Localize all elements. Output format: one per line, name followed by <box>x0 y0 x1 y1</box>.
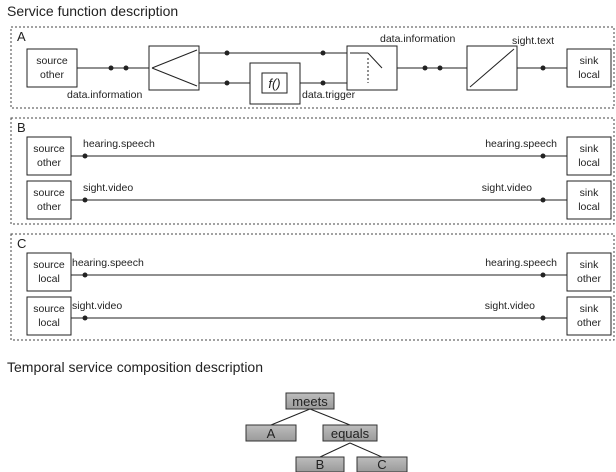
signal-label: sight.text <box>512 35 554 47</box>
composition-tree: meets A equals B C <box>245 392 408 472</box>
sink-box-line1: sink <box>580 143 599 155</box>
panel-b-letter: B <box>17 120 26 135</box>
tree-node-label: equals <box>331 426 370 441</box>
sink-box-line2: other <box>577 273 601 285</box>
signal-label-right: hearing.speech <box>485 257 557 269</box>
source-box-line2: local <box>38 273 60 285</box>
junction-dot <box>422 65 428 71</box>
panel-b: B source other hearing.speech hearing.sp… <box>10 117 615 225</box>
signal-label: data.trigger <box>302 89 356 101</box>
source-box-line1: source <box>33 303 65 315</box>
source-box <box>26 180 72 220</box>
tree-node-label: B <box>316 457 325 472</box>
source-box-line1: source <box>36 55 68 67</box>
endpoint-dot <box>540 197 546 203</box>
panel-a: A source other f() <box>10 26 615 109</box>
junction-dot <box>224 50 230 56</box>
panel-c: C source local hearing.speech hearing.sp… <box>10 233 615 341</box>
source-box <box>26 252 72 292</box>
converter-box <box>466 45 518 91</box>
panel-a-source-box: source other <box>26 48 78 88</box>
endpoint-dot <box>82 272 88 278</box>
function-label: f() <box>268 76 280 91</box>
sink-box-line2: local <box>578 201 600 213</box>
sink-box-line1: sink <box>580 303 599 315</box>
tree-node-equals: equals <box>322 424 378 442</box>
panel-a-sink-box: sink local <box>566 48 612 88</box>
splitter-box <box>148 45 200 91</box>
panel-c-row-2: source local sight.video sight.video sin… <box>26 296 612 336</box>
junction-dot <box>108 65 114 71</box>
junction-dot <box>540 65 546 71</box>
tree-node-label: A <box>267 426 276 441</box>
endpoint-dot <box>540 272 546 278</box>
source-box-line2: other <box>37 201 61 213</box>
junction-dot <box>437 65 443 71</box>
sink-box <box>566 180 612 220</box>
sink-box-line2: other <box>577 317 601 329</box>
sink-box-line1: sink <box>580 55 599 67</box>
signal-label-left: sight.video <box>83 182 133 194</box>
panel-a-letter: A <box>17 29 26 44</box>
junction-dot <box>224 80 230 86</box>
endpoint-dot <box>82 153 88 159</box>
temporal-title: Temporal service composition description <box>7 359 263 375</box>
function-box: f() <box>249 62 301 105</box>
signal-label-right: sight.video <box>485 300 535 312</box>
panel-b-row-1: source other hearing.speech hearing.spee… <box>26 136 612 176</box>
signal-label-right: hearing.speech <box>485 138 557 150</box>
sink-box-line2: local <box>578 157 600 169</box>
sink-box <box>566 136 612 176</box>
signal-label-left: hearing.speech <box>83 138 155 150</box>
source-box <box>26 136 72 176</box>
signal-label: data.information <box>380 33 455 45</box>
junction-dot <box>320 50 326 56</box>
source-box-line2: other <box>37 157 61 169</box>
source-box <box>26 296 72 336</box>
signal-label-left: sight.video <box>72 300 122 312</box>
panel-c-letter: C <box>17 236 26 251</box>
tree-node-b: B <box>295 456 345 472</box>
sink-box-line1: sink <box>580 187 599 199</box>
service-function-title: Service function description <box>7 3 178 19</box>
tree-node-c: C <box>356 456 408 472</box>
source-box-line2: local <box>38 317 60 329</box>
endpoint-dot <box>540 315 546 321</box>
signal-label-right: sight.video <box>482 182 532 194</box>
signal-label: data.information <box>67 89 142 101</box>
trigger-gate-box <box>346 45 398 91</box>
signal-label-left: hearing.speech <box>72 257 144 269</box>
tree-node-label: C <box>377 457 386 472</box>
junction-dot <box>123 65 129 71</box>
endpoint-dot <box>82 315 88 321</box>
tree-node-a: A <box>245 424 297 442</box>
sink-box-line1: sink <box>580 259 599 271</box>
endpoint-dot <box>540 153 546 159</box>
junction-dot <box>320 80 326 86</box>
tree-node-label: meets <box>292 394 328 409</box>
sink-box <box>566 252 612 292</box>
tree-node-meets: meets <box>285 392 335 410</box>
source-box-line1: source <box>33 143 65 155</box>
source-box-line2: other <box>40 69 64 81</box>
sink-box <box>566 296 612 336</box>
sink-box-line2: local <box>578 69 600 81</box>
panel-c-row-1: source local hearing.speech hearing.spee… <box>26 252 612 292</box>
source-box-line1: source <box>33 187 65 199</box>
endpoint-dot <box>82 197 88 203</box>
source-box-line1: source <box>33 259 65 271</box>
panel-b-row-2: source other sight.video sight.video sin… <box>26 180 612 220</box>
